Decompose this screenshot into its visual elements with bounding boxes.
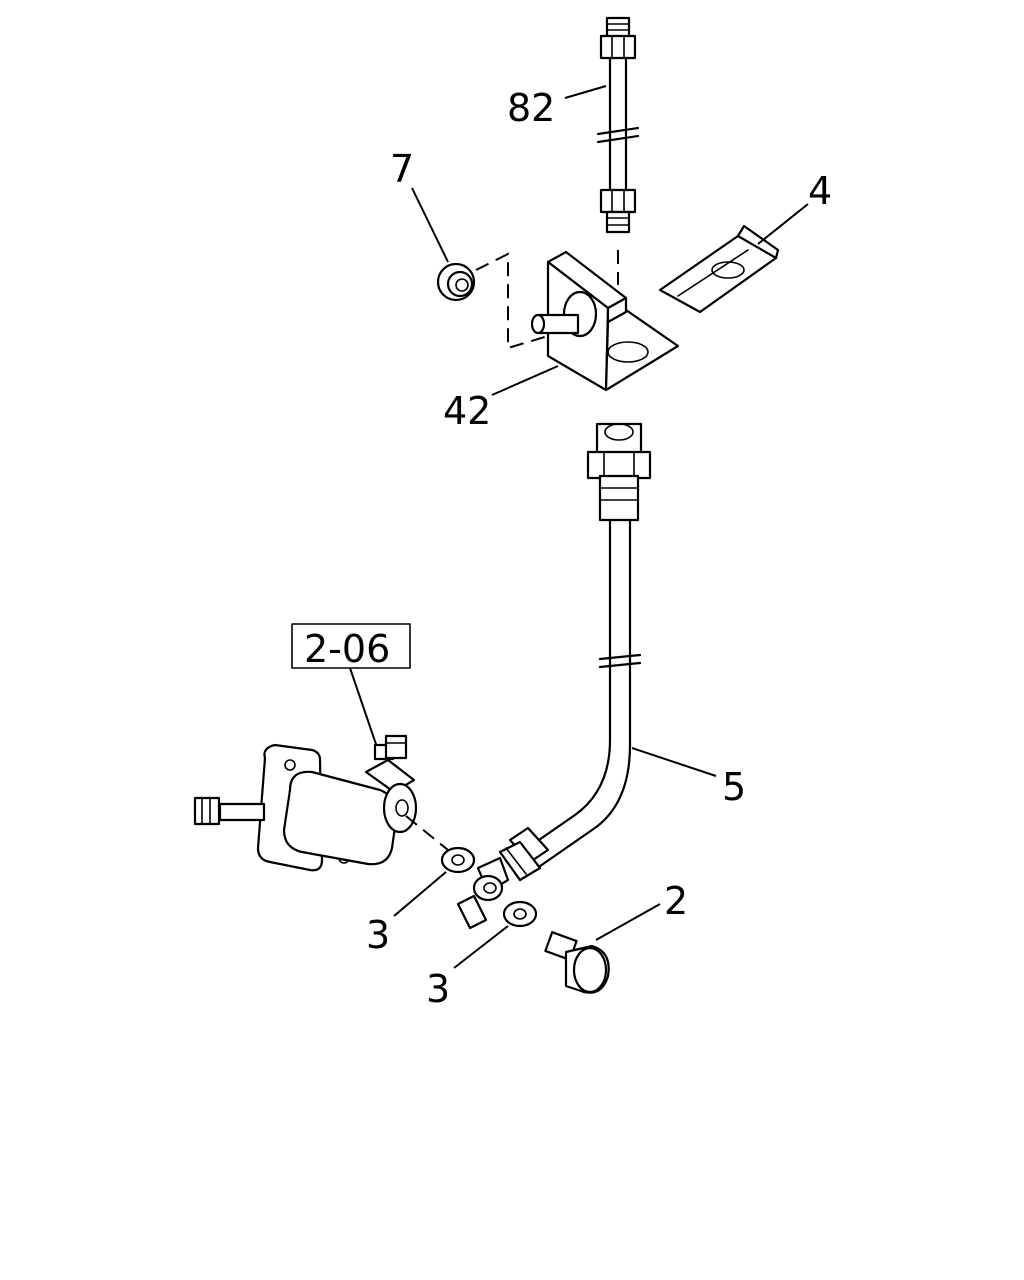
leader-2-06 [349, 667, 381, 757]
leader-5 [631, 747, 717, 777]
leader-4 [757, 203, 809, 245]
callout-ref-2-06[interactable]: 2-06 [304, 627, 390, 671]
ref-2-06-slave-cylinder[interactable] [193, 734, 418, 872]
leader-7 [411, 187, 449, 263]
callout-82[interactable]: 82 [507, 86, 555, 130]
part-82-threaded-rod[interactable] [596, 16, 640, 234]
part-5-brake-hose[interactable] [456, 422, 652, 930]
callout-2[interactable]: 2 [664, 879, 688, 923]
callout-4[interactable]: 4 [808, 169, 832, 213]
leader-42 [491, 365, 559, 396]
part-4-spring-clip[interactable] [658, 224, 780, 314]
part-42-bracket[interactable] [530, 250, 680, 392]
part-7-flange-nut[interactable] [436, 262, 476, 302]
leader-82 [564, 85, 607, 99]
callout-3-upper[interactable]: 3 [366, 913, 390, 957]
leader-3-lower [453, 925, 509, 969]
part-3-washer-lower[interactable] [502, 900, 538, 928]
callout-5[interactable]: 5 [722, 765, 746, 809]
callout-42[interactable]: 42 [443, 389, 491, 433]
callout-7[interactable]: 7 [390, 147, 414, 191]
ref-2-06-assembly-line [405, 815, 449, 851]
part-2-bleeder-cap[interactable] [544, 931, 610, 994]
part-3-washer-upper[interactable] [440, 846, 476, 874]
leader-2 [595, 903, 661, 941]
leader-3-upper [393, 871, 447, 917]
callout-3-lower[interactable]: 3 [426, 967, 450, 1011]
